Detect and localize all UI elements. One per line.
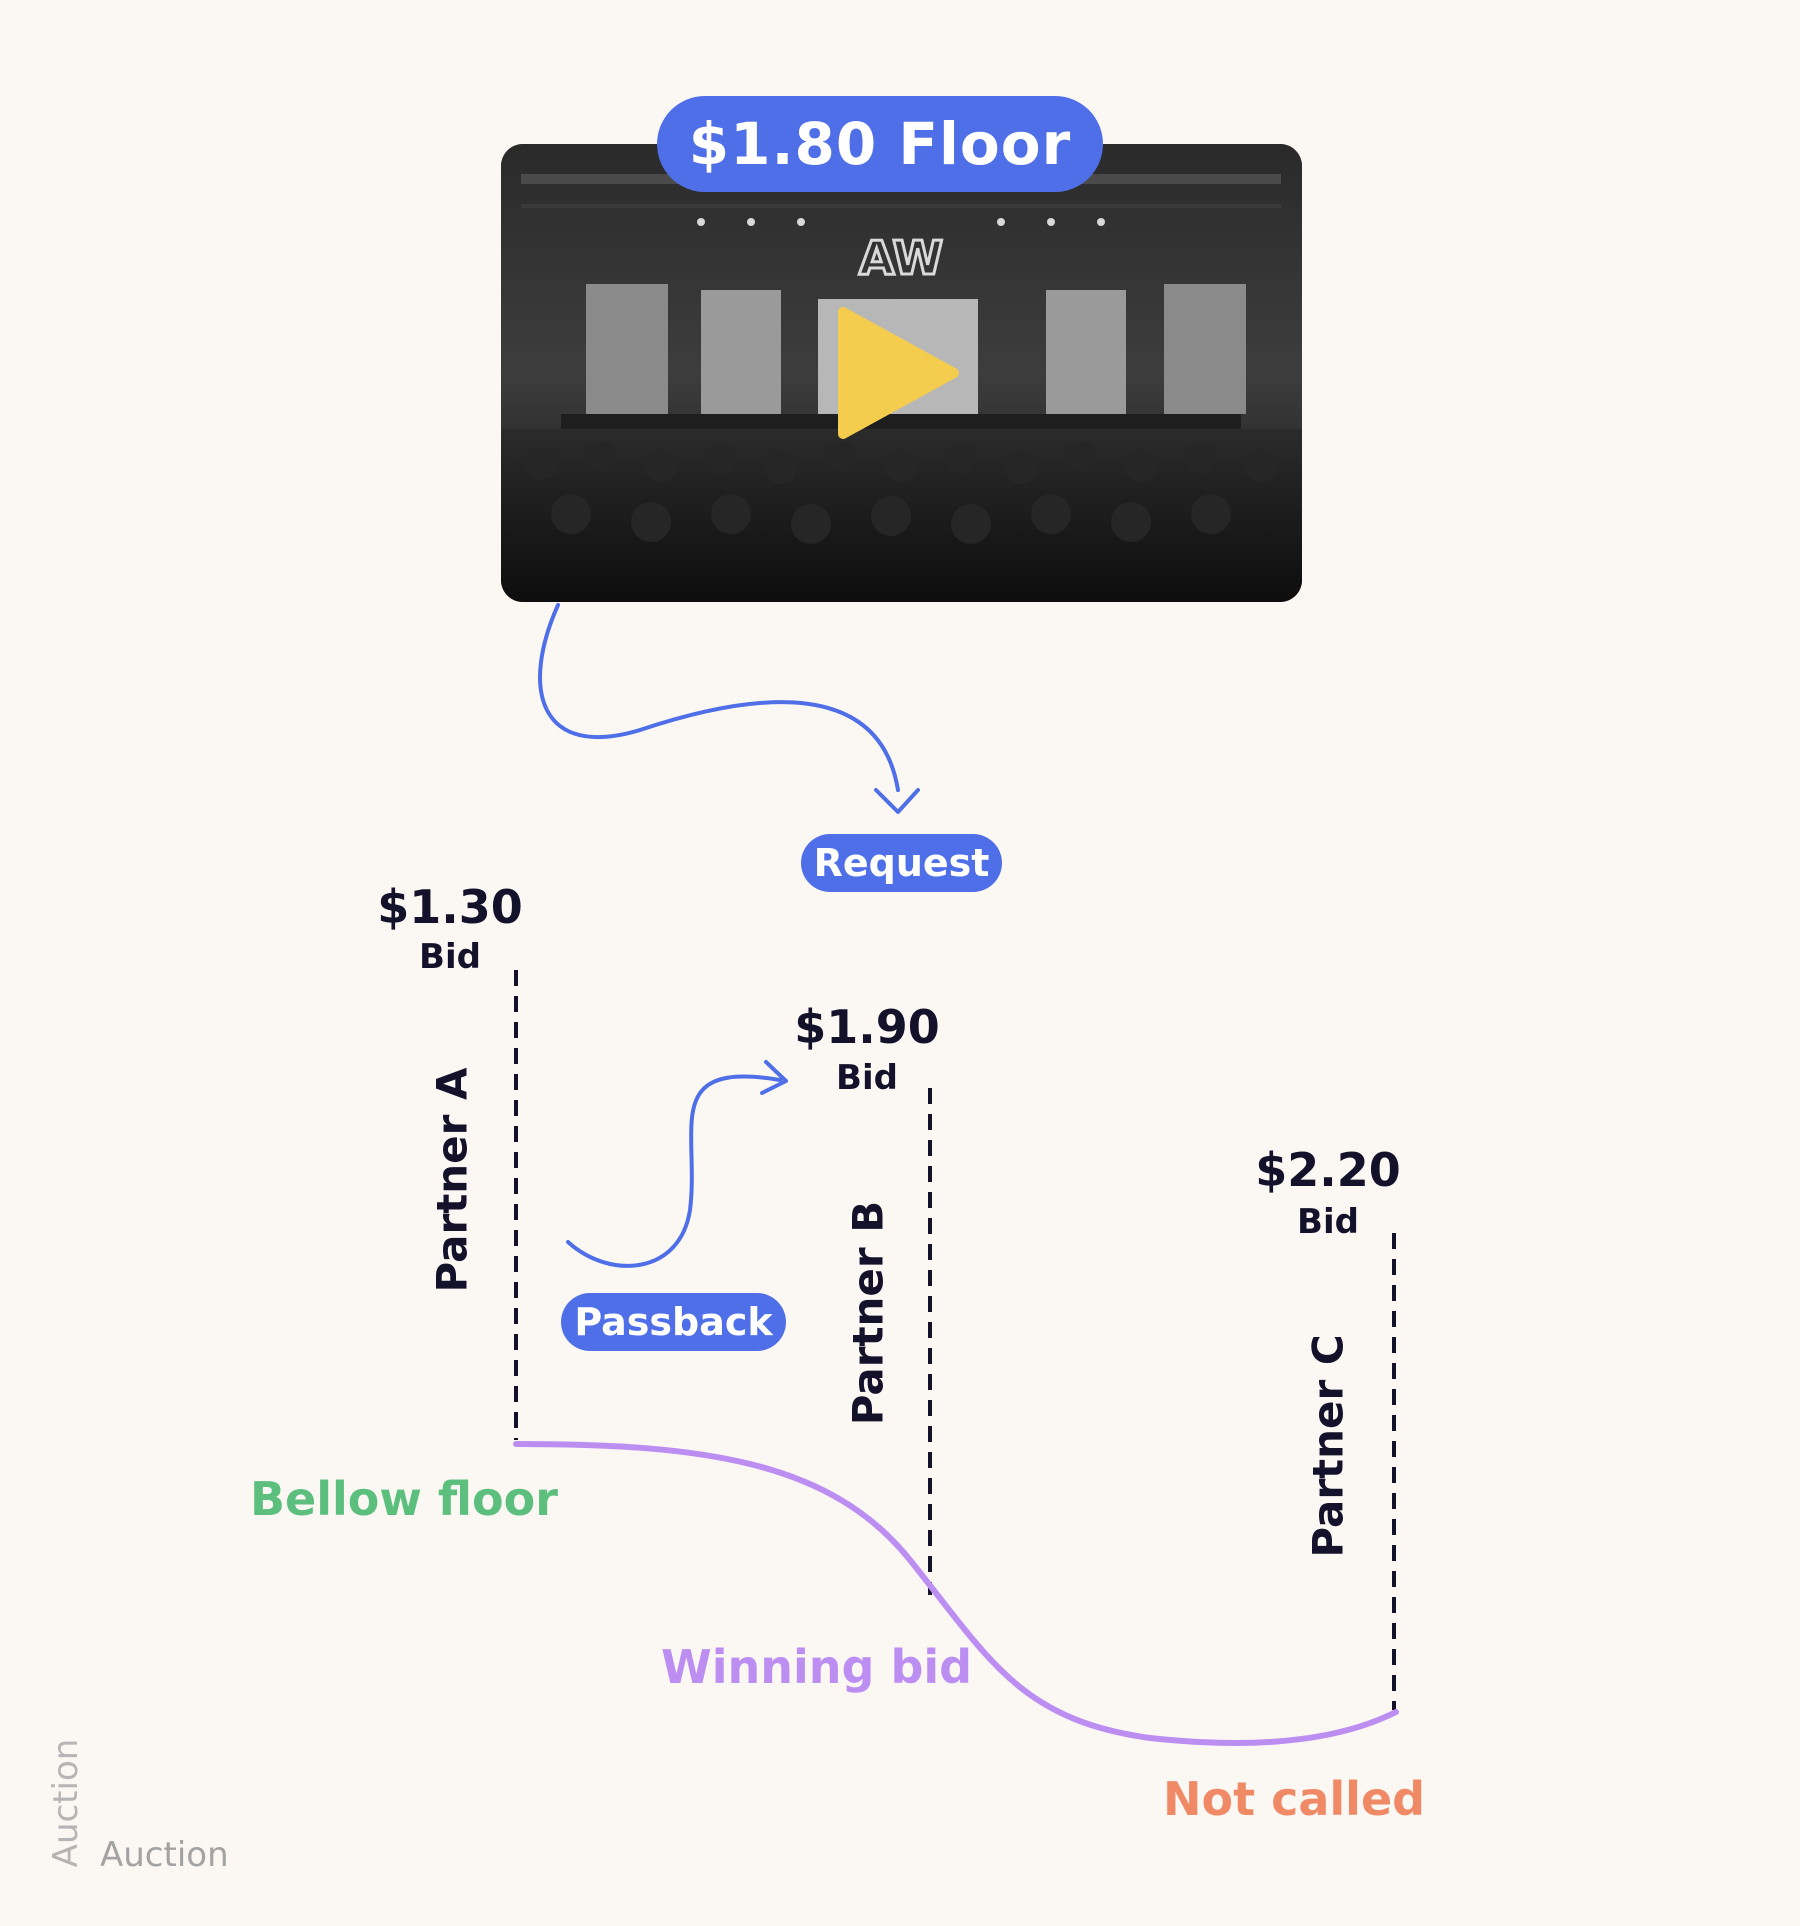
request-arrow <box>538 603 900 792</box>
watermark-vertical-text: Auction <box>46 1738 86 1868</box>
passback-arrow-head <box>760 1060 788 1095</box>
concert-stage-illustration: AW <box>501 144 1302 602</box>
below-floor-label: Bellow floor <box>250 1472 558 1526</box>
partner-c-label: Partner C <box>1303 1334 1353 1558</box>
floor-price-badge: $1.80 Floor <box>657 96 1103 192</box>
partner-c-price: $2.20 <box>1255 1143 1401 1197</box>
winning-bid-label: Winning bid <box>661 1640 973 1694</box>
video-thumbnail[interactable]: AW <box>501 144 1302 602</box>
outcome-curve <box>513 1441 1399 1746</box>
not-called-label: Not called <box>1163 1772 1426 1826</box>
partner-a-price: $1.30 <box>377 880 523 934</box>
play-icon[interactable] <box>838 307 959 439</box>
stage-logo: AW <box>859 231 943 285</box>
partner-b-price: $1.90 <box>794 1000 940 1054</box>
partner-a-label: Partner A <box>427 1067 477 1293</box>
partner-b-bid-label: Bid <box>836 1058 898 1098</box>
partner-a-bid-label: Bid <box>419 937 481 977</box>
request-badge: Request <box>801 834 1002 892</box>
passback-arrow <box>566 1074 782 1268</box>
passback-badge: Passback <box>561 1293 786 1351</box>
request-arrow-head <box>874 788 920 814</box>
partner-c-bid-label: Bid <box>1297 1202 1359 1242</box>
partner-b-label: Partner B <box>843 1200 893 1426</box>
watermark-text: Auction <box>100 1835 229 1875</box>
